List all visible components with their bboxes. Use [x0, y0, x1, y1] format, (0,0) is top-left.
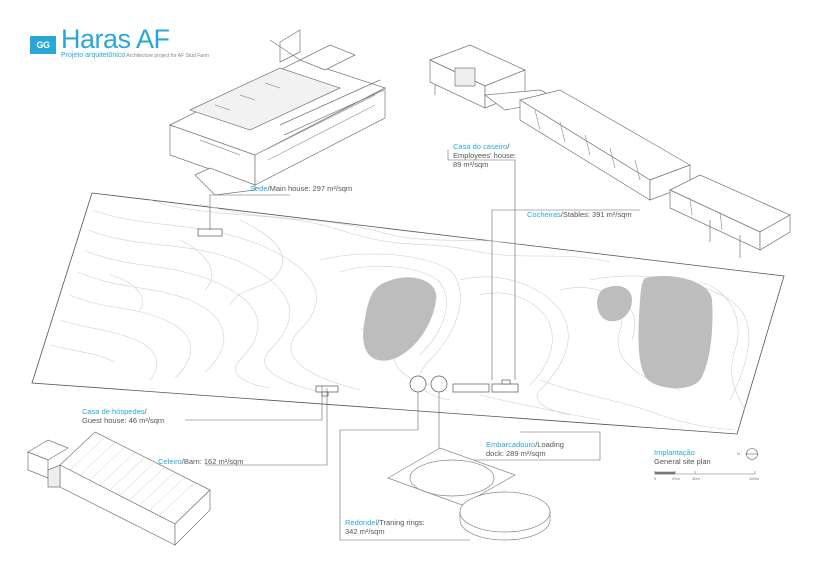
pond-2 [597, 285, 632, 322]
contour-lines [49, 199, 750, 431]
brand-subtitle: Projeto arquitetônico Architecture proje… [61, 52, 209, 60]
label-stables-pt: Cocheiras [527, 210, 561, 219]
leader-lines [185, 94, 640, 541]
label-loading-dock-pt: Embarcadouro [486, 440, 536, 449]
label-main-house: Sede/Main house: 297 m²/sqm [250, 184, 352, 193]
site-boundary [31, 192, 785, 435]
label-barn-pt: Celeiro [158, 457, 182, 466]
label-guest-house: Casa de hóspedes/ Guest house: 46 m²/sqm [82, 407, 164, 425]
label-training-rings-en: /Traning rings: [377, 518, 425, 527]
training-rings-drawing [387, 447, 551, 541]
label-training-rings: Redondel/Traning rings: 342 m²/sqm [345, 518, 425, 536]
label-employees-house-sep: / [507, 142, 510, 151]
label-employees-house-pt: Casa do caseiro [453, 142, 508, 151]
label-barn: Celeiro/Barn: 162 m²/sqm [158, 457, 243, 466]
label-barn-en: /Barn: 162 m²/sqm [181, 457, 244, 466]
label-employees-house-en: Employees' house: [453, 151, 517, 160]
stables-drawing [429, 44, 791, 258]
scale-tick-3: 100m [749, 476, 760, 481]
brand-logo: GG [30, 36, 56, 54]
scale-tick-0: 0 [654, 476, 657, 481]
north-label: N [737, 451, 740, 456]
label-guest-house-en: Guest house: 46 m²/sqm [82, 416, 165, 425]
label-stables-en: /Stables: 391 m²/sqm [560, 210, 632, 219]
label-training-rings-area: 342 m²/sqm [345, 527, 385, 536]
label-loading-dock-en: /Loading [535, 440, 564, 449]
label-site-plan-en: General site plan [654, 457, 711, 466]
scale-tick-1: 20m [672, 476, 680, 481]
label-main-house-pt: Sede [250, 184, 268, 193]
subtitle-pt: Projeto arquitetônico [61, 52, 126, 59]
label-stables: Cocheiras/Stables: 391 m²/sqm [527, 210, 632, 219]
main-house-drawing [169, 29, 386, 196]
label-training-rings-pt: Redondel [345, 518, 378, 527]
page-title: Haras AF [61, 24, 170, 54]
label-guest-house-sep: / [144, 407, 147, 416]
pond-1 [363, 277, 437, 361]
scale-bar [654, 471, 756, 475]
subtitle-en: Architecture project for AF Stud Farm [126, 53, 209, 59]
label-employees-house-area: 89 m²/sqm [453, 160, 489, 169]
label-guest-house-pt: Casa de hóspedes [82, 407, 145, 416]
label-employees-house: Casa do caseiro/ Employees' house: 89 m²… [453, 142, 516, 169]
barn-drawing [27, 431, 211, 546]
label-loading-dock: Embarcadouro/Loading dock: 289 m²/sqm [486, 440, 564, 458]
label-loading-dock-area: dock: 289 m²/sqm [486, 449, 546, 458]
pond-3 [638, 276, 713, 389]
north-arrow-icon [745, 448, 758, 460]
label-main-house-en: /Main house: 297 m²/sqm [267, 184, 353, 193]
label-site-plan-pt: Implantação [654, 448, 695, 457]
scale-tick-2: 40m [692, 476, 700, 481]
label-site-plan: Implantação General site plan [654, 448, 711, 466]
